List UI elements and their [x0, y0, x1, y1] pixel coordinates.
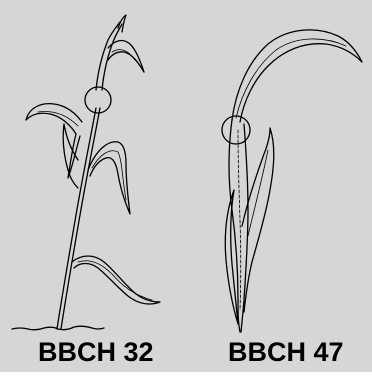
- top-leaf: [108, 41, 144, 72]
- left-upper-leaf: [26, 104, 82, 178]
- stage-label-bbch-32: BBCH 32: [38, 337, 154, 367]
- flag-leaf: [232, 30, 362, 122]
- plant-bbch-47: [222, 30, 362, 332]
- lower-leaf: [72, 256, 160, 304]
- node-circle: [222, 116, 250, 144]
- right-middle-leaf: [88, 142, 130, 214]
- plant-bbch-32: [12, 15, 160, 330]
- top-leaf-vein: [112, 50, 135, 60]
- main-stem-inner: [61, 108, 100, 329]
- sheath-right-edge: [241, 124, 248, 332]
- flag-leaf-vein: [236, 39, 346, 118]
- lower-leaf-vein: [78, 261, 152, 300]
- node-circle: [85, 87, 111, 113]
- stage-label-bbch-47: BBCH 47: [228, 337, 344, 367]
